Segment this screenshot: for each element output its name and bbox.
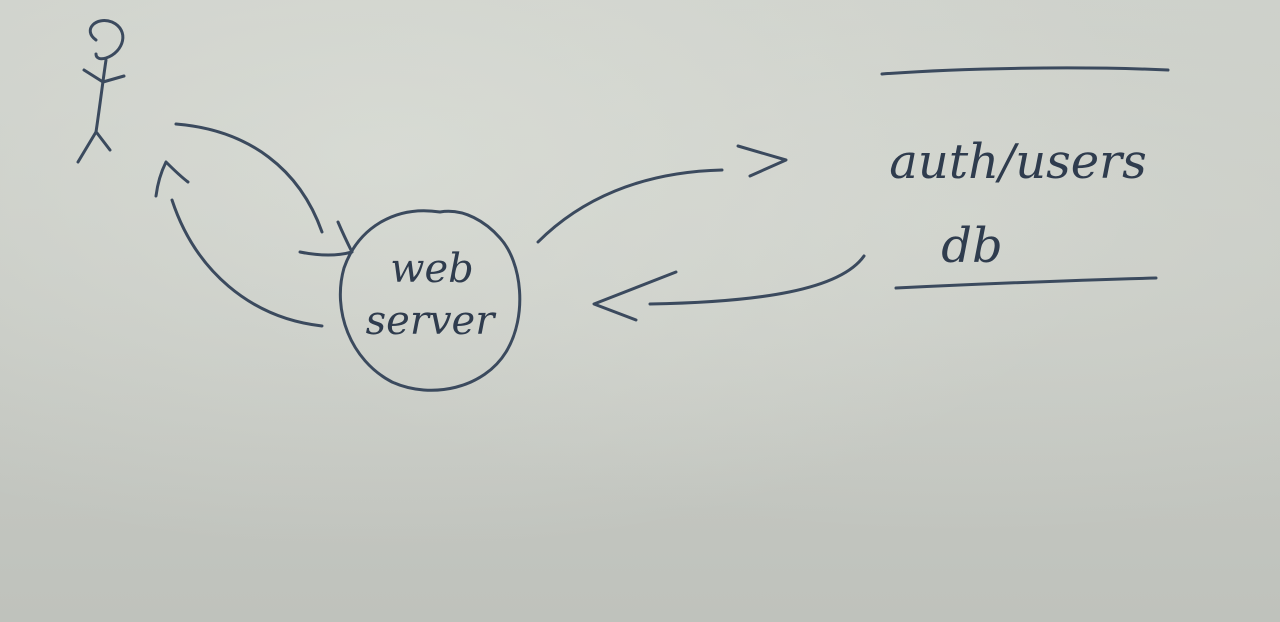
response-arrow-line: [170, 198, 324, 328]
result-arrow-head: [592, 270, 678, 322]
user-body: [94, 58, 108, 134]
request-arrow-head: [298, 220, 354, 257]
query-arrow-head: [736, 144, 788, 178]
user-stick-figure-icon: [76, 19, 126, 164]
result-arrow-line: [648, 254, 866, 306]
db-label-line2: db: [941, 218, 1002, 274]
db-bottom-line: [894, 276, 1158, 290]
auth-users-db-node: auth/users db: [880, 66, 1170, 290]
db-label-line1: auth/users: [889, 134, 1146, 190]
user-arms: [82, 68, 126, 84]
request-arrow-line: [174, 122, 324, 234]
db-top-line: [880, 66, 1170, 76]
request-arrow: [174, 122, 354, 257]
web-server-label-line1: web: [390, 246, 474, 292]
response-arrow-head: [154, 160, 190, 198]
result-arrow: [592, 254, 866, 322]
web-server-node: web server: [338, 209, 522, 392]
user-head: [88, 19, 125, 61]
query-arrow: [536, 144, 788, 244]
web-server-label-line2: server: [366, 298, 498, 344]
web-server-circle: [338, 209, 522, 392]
user-legs: [76, 130, 112, 164]
response-arrow: [154, 160, 324, 328]
query-arrow-line: [536, 168, 724, 244]
